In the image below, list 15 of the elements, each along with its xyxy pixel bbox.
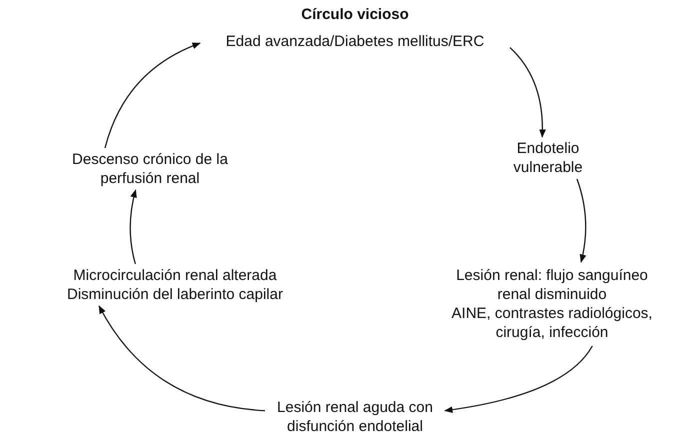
curved-arrow [510,47,546,138]
node-text: Endotelio vulnerable [512,139,584,177]
node-text: Lesión renal aguda con disfunción endotelial [276,398,434,436]
node-text: Lesión renal: flujo sanguíneo renal disminuido [455,266,649,304]
diagram-title: Círculo vicioso [300,6,410,23]
node-text: Edad avanzada/Diabetes mellitus/ERC [226,32,484,50]
curved-arrow [444,346,593,413]
curved-arrow [576,178,586,263]
node-text: Microcirculación renal alterada [73,266,277,285]
node-text: Descenso crónico de la perfusión renal [71,150,229,188]
curved-arrow [130,189,137,264]
curved-arrow [104,42,201,148]
node-text: Disminución del laberinto capilar [67,285,283,304]
curved-arrow [98,305,266,412]
node-text: AINE, contrastes radiológicos, cirugía, infección [450,304,654,342]
